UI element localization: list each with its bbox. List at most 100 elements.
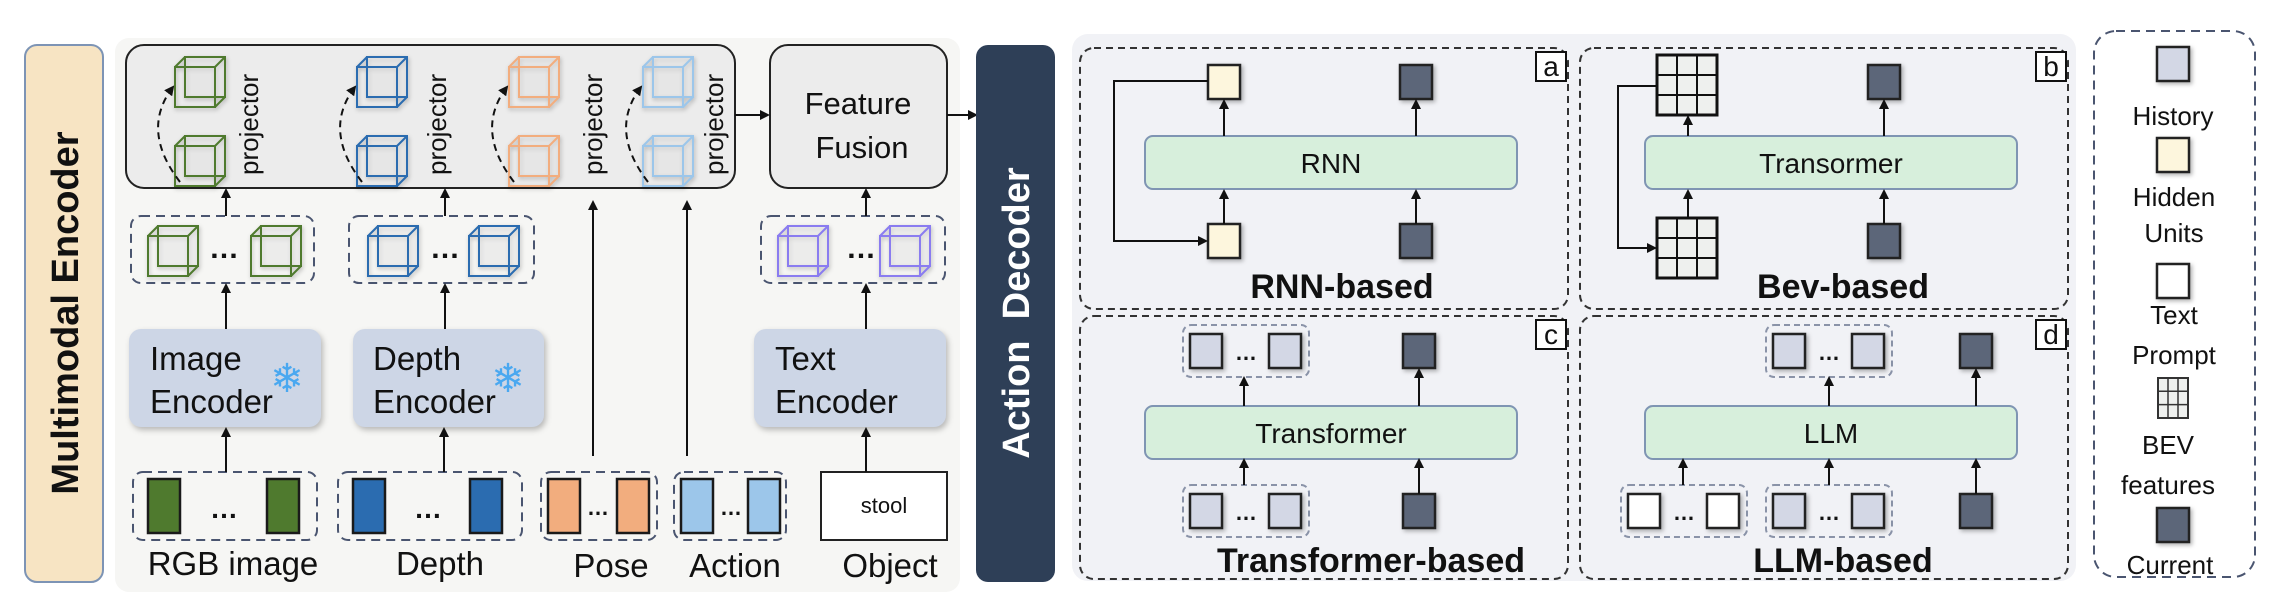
cube-edge — [777, 225, 789, 237]
feature-fusion-label-2: Fusion — [815, 130, 908, 165]
module-box — [1644, 135, 2018, 190]
panel-letter-box — [1535, 319, 1567, 350]
depth-input-dots: … — [414, 493, 442, 524]
legend-text-label: Text — [2150, 300, 2198, 330]
cube-edge — [407, 225, 419, 237]
multimodal-encoder-title: Multimodal Encoder — [45, 131, 87, 494]
panel-label-rnn-based: RNN-based — [1250, 268, 1433, 306]
cube-edge — [214, 96, 226, 108]
action-input-group — [673, 471, 787, 541]
token-square — [1188, 332, 1224, 370]
legend-bev-icon — [2157, 377, 2189, 419]
bev-grid-frame — [1655, 216, 1719, 280]
encoder-arrows — [221, 110, 978, 472]
cube-front-face — [508, 66, 550, 108]
cube-edge — [508, 135, 520, 147]
panel-letter-box — [1535, 51, 1567, 82]
cube-edge — [214, 135, 226, 147]
feature-cube — [367, 225, 419, 277]
panel-label-llm-based: LLM-based — [1753, 542, 1932, 580]
panel-label-transformer-based: Transformer-based — [1217, 542, 1525, 580]
cube-front-face — [777, 235, 819, 277]
cube-edge — [919, 265, 931, 277]
panel-letter: a — [1543, 51, 1559, 82]
feature-fusion-label: Feature — [805, 86, 912, 121]
module-label: LLM — [1804, 418, 1858, 449]
cube-front-face — [174, 66, 216, 108]
token-square — [1850, 492, 1886, 530]
projector-label: projector — [422, 74, 452, 175]
feature-cube — [777, 225, 829, 277]
cube-edge — [817, 225, 829, 237]
feature-cube — [250, 225, 302, 277]
legend-history-icon — [2155, 45, 2191, 83]
bev-grid-frame — [1655, 53, 1719, 117]
image-encoder-box — [129, 329, 321, 427]
input-token-bar — [468, 477, 504, 535]
cube-front-face — [642, 145, 684, 187]
projector-box — [125, 44, 736, 189]
cube-front-face — [356, 66, 398, 108]
cube-edge — [214, 56, 226, 68]
feature-cube — [642, 135, 694, 187]
text-feature-dots: … — [846, 232, 876, 265]
input-label-rgb: RGB image — [148, 545, 319, 582]
cube-edge — [642, 135, 654, 147]
hidden-unit-square — [1206, 63, 1242, 101]
cube-front-face — [356, 145, 398, 187]
module-label: RNN — [1301, 148, 1362, 179]
current-square — [1866, 63, 1902, 101]
cube-edge — [290, 225, 302, 237]
cube-edge — [682, 96, 694, 108]
cube-front-face — [508, 145, 550, 187]
input-token-bar — [679, 477, 715, 535]
depth-feature-dots: … — [430, 232, 460, 265]
depth-feature-group — [348, 215, 535, 284]
cube-edge — [468, 225, 480, 237]
decoder-panel-c — [1079, 315, 1569, 580]
input-label-depth: Depth — [396, 545, 484, 582]
cube-edge — [642, 56, 654, 68]
panel-label-bev-based: Bev-based — [1757, 268, 1929, 306]
rgb-feature-dots: … — [209, 232, 239, 265]
legend-bev-label: BEV — [2142, 430, 2195, 460]
cube-edge — [250, 225, 262, 237]
cube-front-face — [642, 66, 684, 108]
legend-hidden-unit-icon — [2155, 136, 2191, 174]
depth-input-group — [337, 471, 523, 541]
current-square — [1398, 63, 1434, 101]
cube-edge — [367, 225, 379, 237]
text-feature-group — [760, 215, 946, 284]
legend-hidden-label-2: Units — [2144, 218, 2203, 248]
decoder-panel-d — [1579, 315, 2069, 580]
input-token-bar — [615, 477, 651, 535]
cube-edge — [879, 225, 891, 237]
snowflake-icon: ❄ — [270, 357, 304, 401]
cube-front-face — [879, 235, 921, 277]
image-encoder-label-2: Encoder — [150, 383, 273, 420]
projector-label: projector — [234, 74, 264, 175]
token-dots: … — [1818, 340, 1840, 365]
feature-cube — [879, 225, 931, 277]
legend-history-label: History — [2133, 101, 2214, 131]
token-dots: … — [1818, 500, 1840, 525]
cube-edge — [548, 96, 560, 108]
panel-letter-box — [2035, 51, 2067, 82]
cube-edge — [407, 265, 419, 277]
action-input-dots: … — [720, 495, 742, 520]
depth-encoder-label-2: Encoder — [373, 383, 496, 420]
panel-letter: c — [1544, 319, 1558, 350]
bev-grid-frame — [2157, 377, 2189, 419]
token-square — [1267, 332, 1303, 370]
feature-fusion-box — [769, 44, 948, 189]
cube-edge — [508, 265, 520, 277]
cube-edge — [682, 135, 694, 147]
legend-bev-label-2: features — [2121, 470, 2215, 500]
text-encoder-label-2: Encoder — [775, 383, 898, 420]
action-decoder-title: Action Decoder — [996, 167, 1038, 459]
bev-grid-icon — [1655, 53, 1719, 117]
image-encoder-label: Image — [150, 340, 242, 377]
module-label: Transformer — [1255, 418, 1406, 449]
module-box — [1144, 135, 1518, 190]
